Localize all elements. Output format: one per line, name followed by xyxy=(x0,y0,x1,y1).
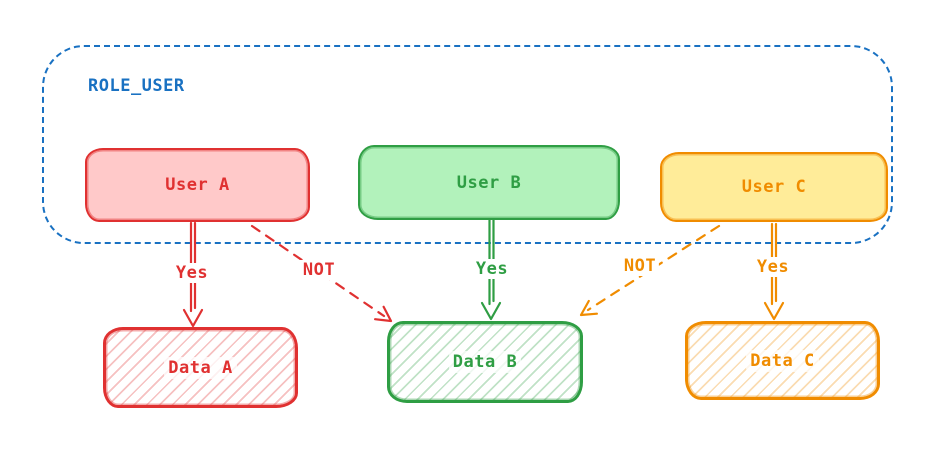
node-user-c: User C xyxy=(660,152,888,222)
node-user-a: User A xyxy=(85,148,310,222)
role-user-group-label: ROLE_USER xyxy=(88,76,185,96)
arrowhead-diag-orange-icon xyxy=(579,299,598,317)
node-user-b-label: User B xyxy=(456,172,522,193)
edge-label-user-c-not: NOT xyxy=(620,256,660,276)
node-data-b-label: Data B xyxy=(448,351,522,373)
arrowhead-down-green-icon xyxy=(480,301,502,321)
node-data-a: Data A xyxy=(103,327,298,408)
arrowhead-down-orange-icon xyxy=(763,301,785,321)
edge-label-user-c-yes: Yes xyxy=(753,257,793,277)
edge-label-user-b-yes: Yes xyxy=(472,259,512,279)
node-data-c: Data C xyxy=(685,321,880,400)
arrowhead-diag-red-icon xyxy=(374,305,393,323)
role-user-group-frame xyxy=(42,45,893,244)
edge-label-user-a-yes: Yes xyxy=(172,263,212,283)
node-data-a-label: Data A xyxy=(164,356,237,379)
node-user-a-label: User A xyxy=(165,175,230,195)
node-user-c-label: User C xyxy=(741,177,807,197)
node-data-c-label: Data C xyxy=(746,349,819,372)
node-data-b: Data B xyxy=(387,321,583,403)
node-user-b: User B xyxy=(358,145,620,220)
arrowhead-down-red-icon xyxy=(182,308,204,328)
edge-label-user-a-not: NOT xyxy=(299,260,339,280)
